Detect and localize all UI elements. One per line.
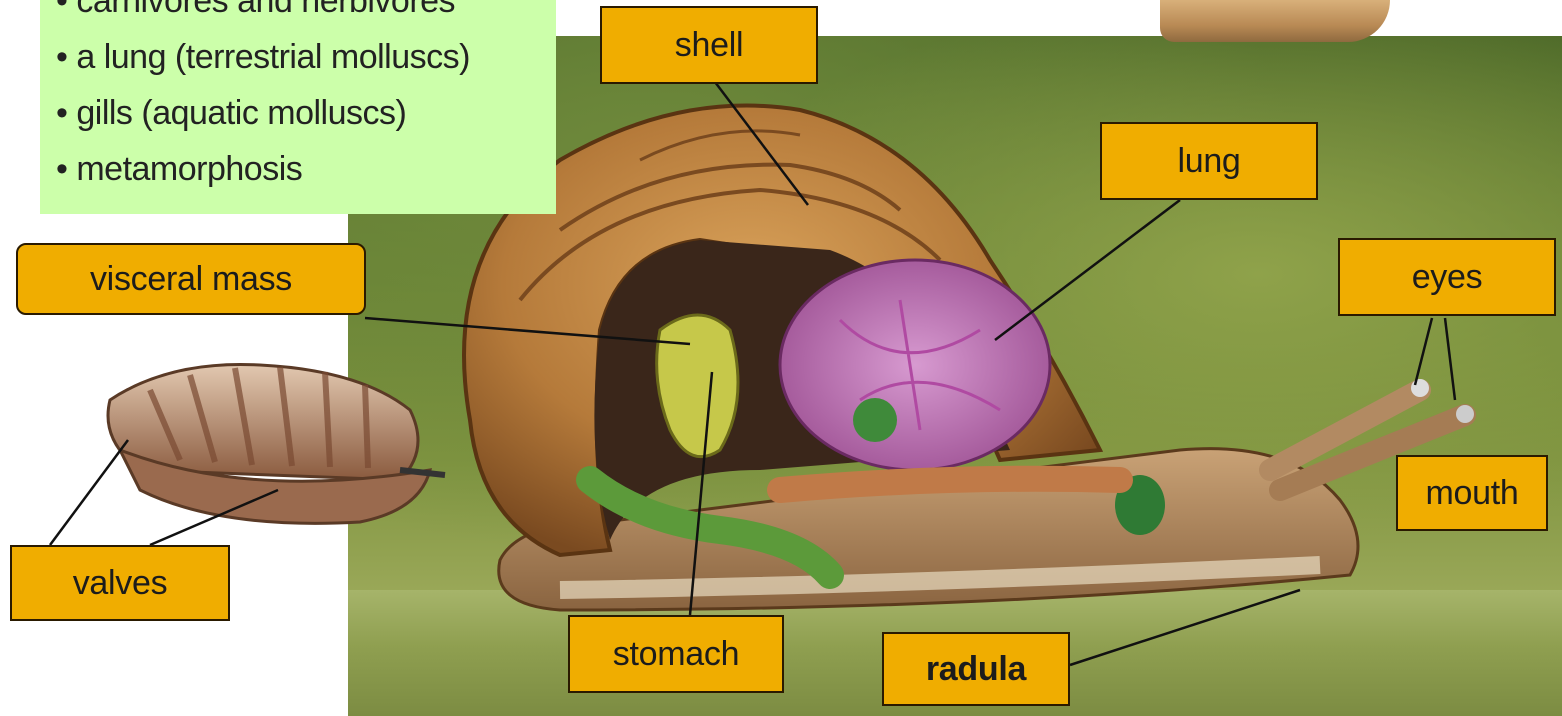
- label-mouth: mouth: [1396, 455, 1548, 531]
- label-valves: valves: [10, 545, 230, 621]
- label-radula: radula: [882, 632, 1070, 706]
- label-shell: shell: [600, 6, 818, 84]
- leader-line-valves-top: [50, 440, 128, 545]
- leader-line-radula: [1070, 590, 1300, 665]
- snail-lung: [780, 260, 1050, 470]
- list-item: • a lung (terrestrial molluscs): [56, 38, 470, 77]
- list-item: • carnivores and herbivores: [56, 0, 455, 21]
- label-visceral-mass: visceral mass: [16, 243, 366, 315]
- leader-line-eyes-right: [1445, 318, 1455, 400]
- label-lung: lung: [1100, 122, 1318, 200]
- leader-line-lung: [995, 200, 1180, 340]
- list-item: • gills (aquatic molluscs): [56, 94, 406, 133]
- scallop-illustration: [108, 364, 445, 523]
- leader-line-eyes-left: [1415, 318, 1432, 385]
- label-stomach: stomach: [568, 615, 784, 693]
- characteristics-box: • carnivores and herbivores • a lung (te…: [40, 0, 556, 214]
- list-item: • metamorphosis: [56, 150, 302, 189]
- label-eyes: eyes: [1338, 238, 1556, 316]
